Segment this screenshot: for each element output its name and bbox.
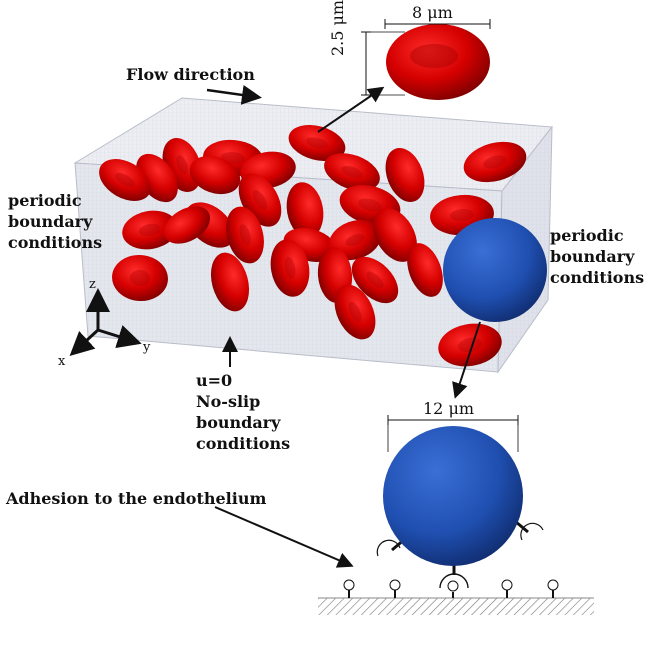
wbc-inset (376, 415, 544, 589)
rbc (226, 206, 264, 264)
coordinate-axes (69, 288, 142, 357)
wbc-inset-cell (383, 426, 523, 566)
ligand (501, 579, 513, 598)
flow-direction-arrow (206, 85, 262, 105)
rbc-inset (361, 19, 491, 100)
ligand (547, 579, 559, 598)
rbc (463, 141, 527, 183)
white-blood-cell (443, 218, 547, 322)
axis-x-label: x (58, 354, 66, 369)
rbc (324, 153, 380, 191)
rbc-width-label: 8 μm (412, 3, 453, 22)
ligand (389, 579, 401, 598)
periodic-boundary-right-label: periodic boundary conditions (550, 226, 645, 287)
wbc-callout-arrow (452, 321, 481, 399)
rbc (189, 155, 241, 195)
rbc (122, 210, 178, 250)
endothelium-surface (318, 598, 594, 615)
rbc (328, 219, 382, 261)
rbc (286, 182, 324, 238)
periodic-boundary-left-label: periodic boundary conditions (8, 191, 103, 252)
axis-y-label: y (143, 340, 151, 355)
rbc-height-label: 2.5 μm (328, 0, 347, 56)
rbc (351, 256, 399, 304)
adhesion-arrow (214, 506, 354, 568)
axis-z-label: z (89, 277, 96, 292)
rbc (112, 254, 168, 302)
no-slip-label: u=0 No-slip boundary conditions (196, 371, 291, 453)
rbc (385, 147, 425, 203)
rbc (407, 243, 443, 297)
rbc (288, 124, 346, 162)
rbc (210, 252, 250, 312)
rbc (373, 208, 417, 262)
wbc-diameter-label: 12 μm (423, 399, 475, 418)
red-blood-cells (99, 124, 527, 367)
endothelium (318, 579, 594, 615)
rbc (270, 239, 310, 297)
ligand (343, 579, 355, 598)
rbc-inset-cell (386, 24, 490, 100)
rbc-callout-arrow (317, 86, 385, 133)
flow-direction-label: Flow direction (126, 65, 255, 84)
adhesion-label: Adhesion to the endothelium (6, 489, 267, 508)
ligand (447, 580, 459, 598)
rbc (163, 206, 211, 244)
rbc (99, 159, 151, 201)
rbc (334, 284, 376, 340)
rbc (438, 323, 502, 367)
